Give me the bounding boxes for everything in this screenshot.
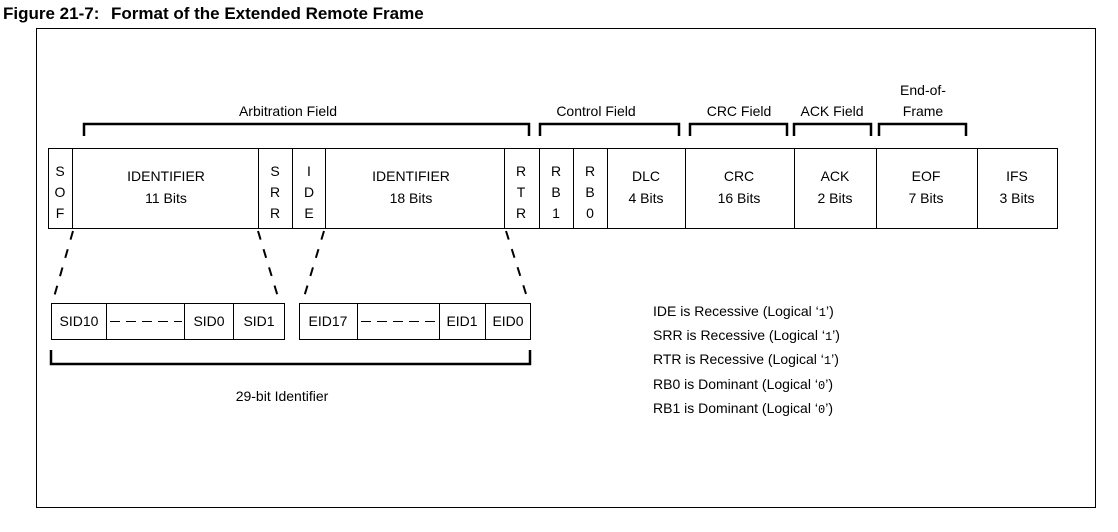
eof-title: EOF — [912, 168, 941, 184]
expand-line-eid-right — [505, 230, 528, 298]
identifier-a-title: IDENTIFIER — [127, 168, 205, 184]
sid10-label: SID10 — [60, 313, 99, 329]
frame-row-outline — [48, 148, 1058, 229]
sid0-label: SID0 — [193, 313, 224, 329]
ifs-title: IFS — [1006, 168, 1028, 184]
identifier-29bit-caption: 29-bit Identifier — [236, 388, 329, 404]
expand-line-sid-left — [53, 230, 74, 298]
rb0-char-3: 0 — [586, 205, 594, 221]
note-rb0: RB0 is Dominant (Logical ‘0’) — [653, 376, 833, 393]
cell-identifier-11: IDENTIFIER 11 Bits — [127, 168, 205, 206]
cell-ide: I D E — [304, 163, 314, 221]
identifier-b-bits: 18 Bits — [390, 190, 433, 206]
eid1-label: EID1 — [446, 313, 477, 329]
cell-dlc: DLC 4 Bits — [628, 168, 663, 206]
eof-bits: 7 Bits — [908, 190, 943, 206]
ide-char-3: E — [304, 205, 313, 221]
ide-char-2: D — [304, 184, 314, 200]
figure-label: Figure 21-7: — [3, 4, 100, 23]
eof-bracket — [877, 122, 968, 136]
crc-title: CRC — [724, 168, 754, 184]
ide-char-1: I — [307, 163, 311, 179]
rb1-char-1: R — [551, 163, 561, 179]
cell-srr: S R R — [270, 163, 280, 221]
ack-bits: 2 Bits — [817, 190, 852, 206]
ack-title: ACK — [821, 168, 850, 184]
rb1-char-2: B — [551, 184, 560, 200]
sof-char-1: S — [55, 163, 64, 179]
field-brackets — [82, 122, 968, 136]
cell-ack: ACK 2 Bits — [817, 168, 852, 206]
logic-notes: IDE is Recessive (Logical ‘1’) SRR is Re… — [653, 303, 840, 417]
note-ide: IDE is Recessive (Logical ‘1’) — [653, 303, 834, 320]
srr-char-1: S — [270, 163, 279, 179]
sof-char-2: O — [55, 184, 66, 200]
cell-sof: S O F — [55, 163, 66, 221]
dlc-title: DLC — [632, 168, 660, 184]
eof-field-label-line2: Frame — [903, 103, 944, 119]
sid1-label: SID1 — [243, 313, 274, 329]
control-field-label: Control Field — [556, 103, 635, 119]
figure-border — [36, 28, 1096, 508]
note-rb1: RB1 is Dominant (Logical ‘0’) — [653, 400, 833, 417]
expand-line-sid-right — [257, 230, 279, 298]
rtr-char-3: R — [516, 205, 526, 221]
frame-row — [48, 148, 1058, 229]
cell-eof: EOF 7 Bits — [908, 168, 943, 206]
rtr-char-2: T — [517, 184, 526, 200]
rb0-char-2: B — [585, 184, 594, 200]
arbitration-field-label: Arbitration Field — [239, 103, 337, 119]
identifier-a-bits: 11 Bits — [145, 190, 187, 206]
eid-box — [299, 303, 531, 340]
sid-box — [51, 303, 285, 340]
figure-title: Figure 21-7: Format of the Extended Remot… — [3, 4, 424, 24]
note-rtr: RTR is Recessive (Logical ‘1’) — [653, 351, 839, 368]
control-bracket — [538, 122, 681, 136]
cell-rb1: R B 1 — [551, 163, 561, 221]
identifier-29bit-bracket — [49, 350, 532, 366]
cell-crc: CRC 16 Bits — [718, 168, 761, 206]
cell-rb0: R B 0 — [585, 163, 595, 221]
rb0-char-1: R — [585, 163, 595, 179]
eid17-label: EID17 — [309, 313, 348, 329]
ack-field-label: ACK Field — [800, 103, 863, 119]
ifs-bits: 3 Bits — [999, 190, 1034, 206]
srr-char-3: R — [270, 205, 280, 221]
eid0-label: EID0 — [492, 313, 523, 329]
expansion-lines — [53, 230, 528, 298]
cell-rtr: R T R — [516, 163, 526, 221]
srr-char-2: R — [270, 184, 280, 200]
arbitration-bracket — [82, 122, 531, 136]
ack-bracket — [792, 122, 873, 136]
identifier-b-title: IDENTIFIER — [372, 168, 450, 184]
figure-caption: Format of the Extended Remote Frame — [111, 4, 424, 23]
sof-char-3: F — [56, 205, 65, 221]
note-srr: SRR is Recessive (Logical ‘1’) — [653, 327, 840, 344]
crc-bits: 16 Bits — [718, 190, 761, 206]
cell-identifier-18: IDENTIFIER 18 Bits — [372, 168, 450, 206]
cell-ifs: IFS 3 Bits — [999, 168, 1034, 206]
dlc-bits: 4 Bits — [628, 190, 663, 206]
eof-field-label-line1: End-of- — [900, 82, 946, 98]
crc-bracket — [688, 122, 789, 136]
rtr-char-1: R — [516, 163, 526, 179]
expand-line-eid-left — [303, 230, 325, 298]
crc-field-label: CRC Field — [707, 103, 772, 119]
rb1-char-3: 1 — [552, 205, 560, 221]
